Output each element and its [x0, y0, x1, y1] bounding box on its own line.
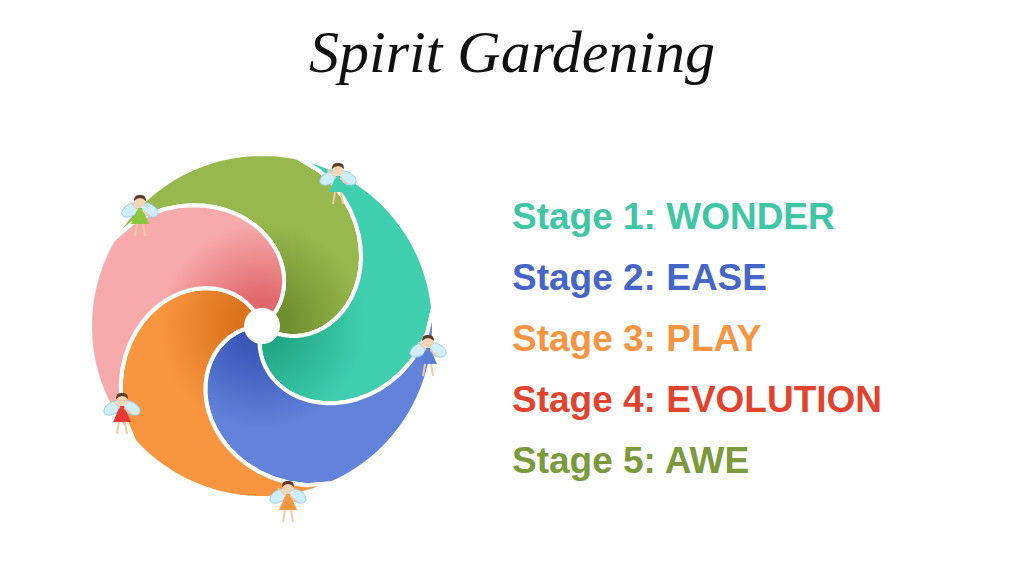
stage-label: Stage 3: PLAY: [512, 318, 762, 360]
stage-label: Stage 2: EASE: [512, 257, 767, 299]
fairy-figure: [317, 163, 358, 204]
stage-label: Stage 1: WONDER: [512, 196, 835, 238]
fairy-figure: [407, 335, 448, 376]
stage-label: Stage 5: AWE: [512, 440, 749, 482]
swirl-blade: [90, 205, 284, 441]
fairy-figure: [267, 481, 308, 522]
swirl-center: [244, 308, 280, 344]
fairy-figure: [101, 393, 142, 434]
diagram-title: Spirit Gardening: [309, 18, 715, 87]
stage-label: Stage 4: EVOLUTION: [512, 379, 882, 421]
fairy-figure: [119, 195, 160, 236]
swirl-blade: [121, 288, 332, 498]
